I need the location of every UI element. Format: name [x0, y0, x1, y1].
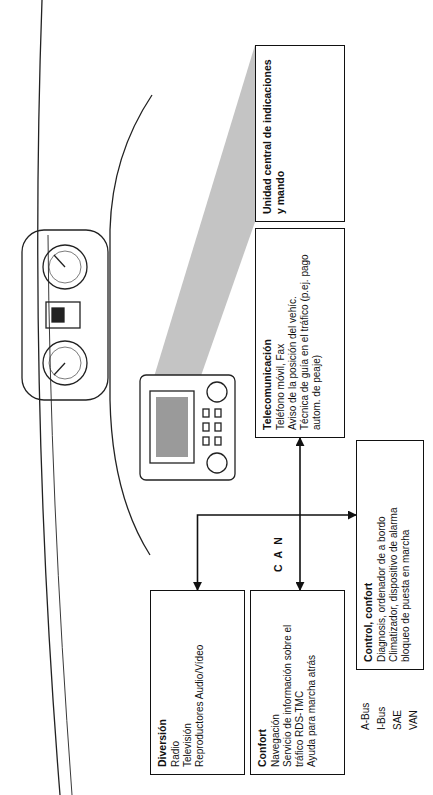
box-item: bloqueo de puesta en marcha: [400, 448, 412, 662]
console-button: [215, 423, 221, 431]
bus-type: A-Bus: [360, 702, 372, 731]
box-heading: Unidad central de indicaciones y mando: [261, 53, 287, 214]
system-box: TelecomunicaciónTeléfono móvil, FaxAviso…: [255, 228, 345, 438]
box-item: Servicio de información sobre el tráfico…: [282, 598, 306, 767]
gauge-scale: [49, 347, 81, 379]
console-knob: [207, 453, 227, 473]
display-beam: [150, 45, 255, 390]
box-item: Técnica de guía en el tráfico (p.ej. pag…: [299, 236, 323, 430]
system-box: Control, confortDiagnosis, ordenador de …: [356, 440, 424, 670]
cluster-display-fill: [52, 308, 64, 322]
box-item: Navegación: [270, 598, 282, 767]
gauge-needle: [54, 255, 65, 267]
console-button: [215, 409, 221, 417]
box-item: Radio: [170, 598, 182, 767]
gauge-scale: [49, 251, 81, 283]
system-box: DiversiónRadioTelevisiónReproductores Au…: [150, 590, 245, 775]
box-item: Teléfono móvil, Fax: [275, 236, 287, 430]
box-item: Ayuda para marcha atrás: [306, 598, 318, 767]
bus-type: SAE: [392, 709, 404, 731]
gauge: [43, 245, 87, 289]
gauge: [43, 341, 87, 385]
bus-type: VAN: [408, 709, 420, 731]
console-screen-fill: [156, 397, 188, 457]
console-button: [203, 409, 209, 417]
bus-type: I-Bus: [376, 706, 388, 731]
box-item: Televisión: [182, 598, 194, 767]
bus-name: CAN: [272, 530, 285, 573]
bus-connector: [198, 515, 357, 590]
console-screen: [150, 391, 194, 463]
box-heading: Confort: [256, 598, 269, 767]
box-item: Aviso de la posición del vehíc.: [287, 236, 299, 430]
console-button: [215, 437, 221, 445]
system-box: Unidad central de indicaciones y mando: [255, 45, 345, 222]
windshield-line: [48, 235, 72, 795]
gauge-needle: [54, 363, 65, 375]
system-box: ConfortNavegaciónServicio de información…: [250, 590, 345, 775]
box-heading: Diversión: [156, 598, 169, 767]
car-outline: [38, 0, 60, 795]
instrument-cluster: [22, 230, 108, 400]
center-console: [140, 375, 235, 480]
console-button: [203, 423, 209, 431]
bus-connector: [299, 438, 301, 590]
box-item: Diagnosis, ordenador de a bordo: [376, 448, 388, 662]
box-heading: Control, confort: [362, 448, 375, 662]
console-button: [203, 437, 209, 445]
box-item: Reproductores Audio/Vídeo: [194, 598, 206, 767]
box-item: Climatizador, dispositivo de alarma: [388, 448, 400, 662]
console-knob: [207, 382, 227, 402]
cluster-display: [46, 302, 80, 328]
box-heading: Telecomunicación: [261, 236, 274, 430]
dashboard-line: [110, 95, 152, 555]
